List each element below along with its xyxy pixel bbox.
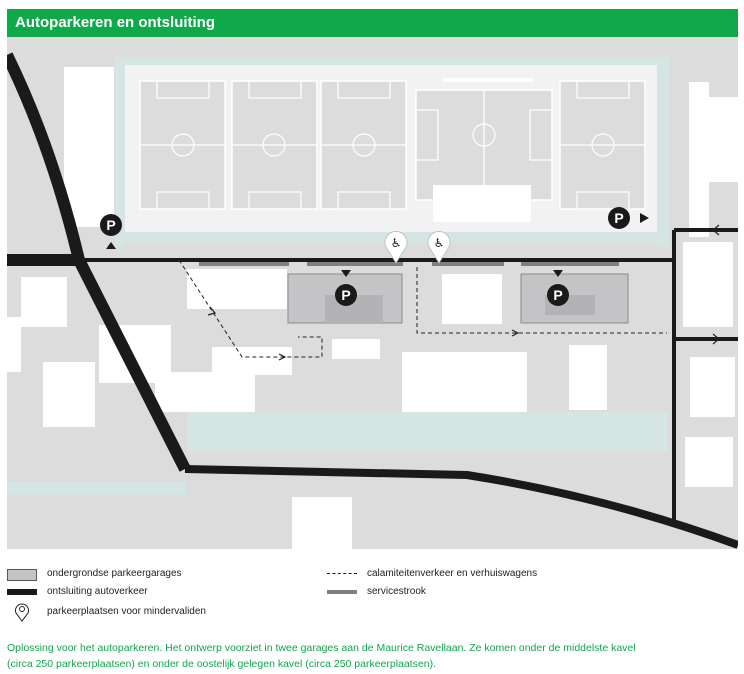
svg-text:♿: ♿ (391, 236, 402, 250)
map-title: Autoparkeren en ontsluiting (7, 9, 738, 37)
caption-line-2: (circa 250 parkeerplaatsen) en onder de … (7, 658, 436, 670)
legend-item-car-access: ontsluiting autoverkeer (7, 584, 327, 600)
dashed-line-icon (327, 573, 357, 574)
legend-item-service-strip: servicestrook (327, 584, 707, 600)
road-line-icon (7, 589, 37, 595)
emergency-routes (178, 259, 667, 358)
svg-text:P: P (553, 287, 562, 303)
legend-label-disabled-parking: parkeerplaatsen voor mindervaliden (47, 606, 206, 617)
svg-text:P: P (341, 287, 350, 303)
svg-text:P: P (614, 210, 623, 226)
service-strip-icon (327, 590, 357, 594)
sports-fields (125, 65, 657, 232)
parking-marker-west[interactable]: P (100, 214, 122, 249)
map-caption: Oplossing voor het autoparkeren. Het ont… (7, 640, 738, 672)
legend-item-disabled-parking: parkeerplaatsen voor mindervaliden (7, 603, 327, 622)
caption-line-1: Oplossing voor het autoparkeren. Het ont… (7, 642, 636, 654)
car-access-roads (7, 52, 738, 549)
accessible-pin-icon (15, 603, 29, 622)
direction-chevrons (207, 224, 720, 361)
legend-label-car-access: ontsluiting autoverkeer (47, 586, 148, 597)
garage-swatch-icon (7, 569, 37, 581)
svg-text:♿: ♿ (434, 236, 445, 250)
accessible-parking-pin-1[interactable]: ♿ (384, 231, 408, 264)
legend-item-garages: ondergrondse parkeergarages (7, 566, 327, 582)
accessible-parking-pin-2[interactable]: ♿ (427, 231, 451, 264)
svg-text:P: P (106, 217, 115, 233)
parking-marker-north[interactable]: P (608, 207, 649, 229)
legend-label-emergency: calamiteitenverkeer en verhuiswagens (367, 568, 538, 579)
service-strips (199, 261, 619, 266)
parking-marker-garage-east[interactable]: P (547, 270, 569, 306)
legend-label-garages: ondergrondse parkeergarages (47, 568, 182, 579)
parking-marker-garage-middle[interactable]: P (335, 270, 357, 306)
legend-item-emergency: calamiteitenverkeer en verhuiswagens (327, 566, 707, 582)
legend-label-service-strip: servicestrook (367, 586, 426, 597)
site-map: P P P P ♿ ♿ (7, 37, 738, 549)
